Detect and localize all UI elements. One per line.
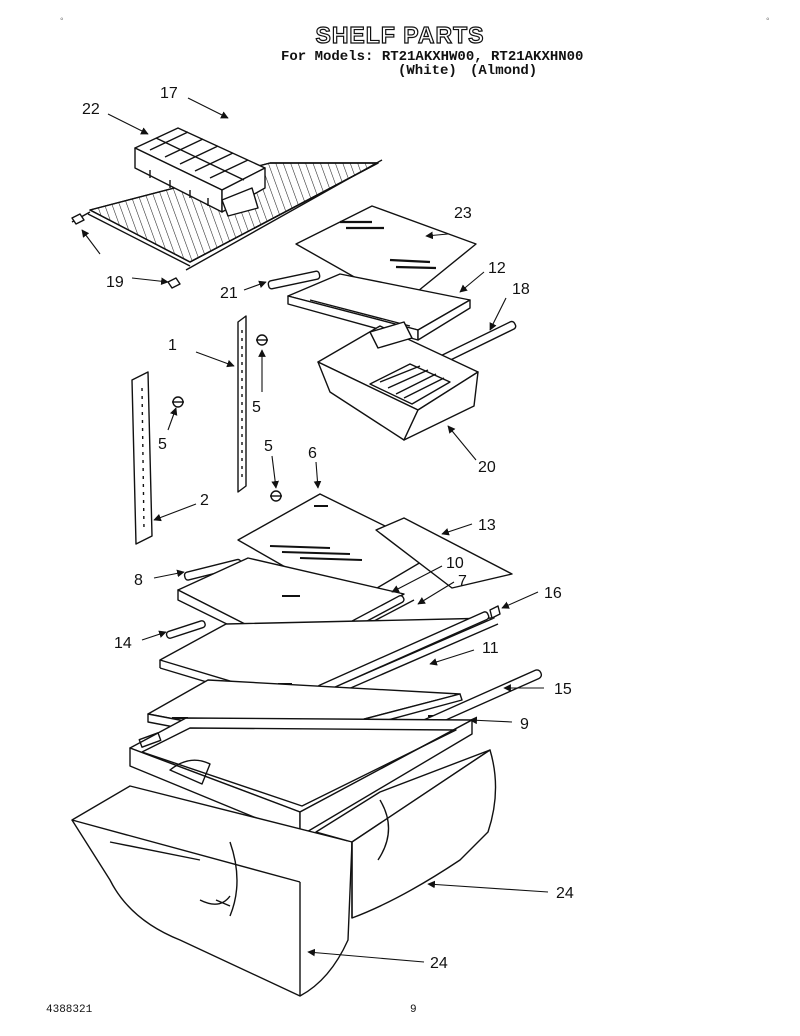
callout-9: 9 [520,716,529,733]
callout-8: 8 [134,572,143,589]
corner-mark: ◦ [60,14,64,25]
callout-5-lower: 5 [264,438,273,455]
trim-strip-part [165,620,206,639]
shelf-rail-part [131,371,153,545]
callout-1: 1 [168,337,177,354]
callout-18: 18 [512,281,530,298]
document-number: 4388321 [46,1004,93,1016]
callout-10: 10 [446,555,464,572]
meat-drawer-part [317,321,479,441]
callout-24-left: 24 [430,955,448,972]
callout-21: 21 [220,285,238,302]
callout-13: 13 [478,517,496,534]
callout-11: 11 [482,640,499,657]
page-title: SHELF PARTS [315,21,485,48]
callout-6: 6 [308,445,317,462]
ice-tray-part [134,127,266,217]
callout-12: 12 [488,260,506,277]
crisper-drawer-part [315,749,497,919]
callout-5-left: 5 [158,436,167,453]
color-almond-label: (Almond) [470,63,538,79]
crisper-cover-part [129,717,473,837]
callout-17: 17 [160,85,178,102]
callout-5-upper: 5 [252,399,261,416]
callout-15: 15 [554,681,572,698]
page-number: 9 [410,1004,417,1016]
callout-16: 16 [544,585,562,602]
trim-strip-part [267,270,321,290]
callout-14: 14 [114,635,132,652]
shelf-clip-part [71,213,181,289]
glass-shelf-part [375,517,513,589]
corner-mark: ◦ [766,14,770,25]
callout-19: 19 [106,274,124,291]
callout-2: 2 [200,492,209,509]
callout-22: 22 [82,101,100,118]
crisper-drawer-part [71,785,353,997]
color-white-label: (White) [398,63,457,79]
callout-20: 20 [478,459,496,476]
models-line: For Models: RT21AKXHW00, RT21AKXHN00 [281,49,584,65]
callout-24-right: 24 [556,885,574,902]
callout-23: 23 [454,205,472,222]
shelf-rail-part [237,315,247,493]
screw-part [172,334,282,502]
callout-7: 7 [458,573,467,590]
